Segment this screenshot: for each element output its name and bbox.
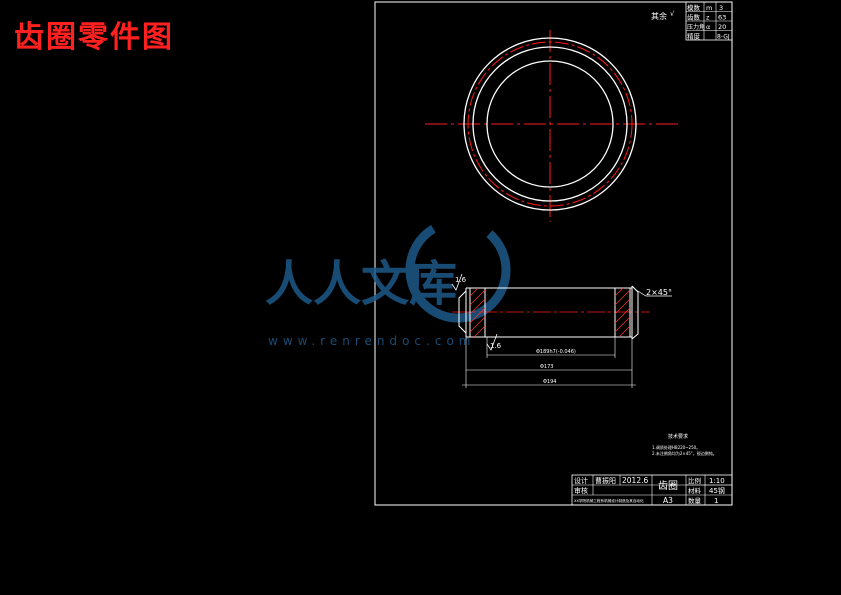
watermark: 人人文库 www.renrendoc.com	[265, 217, 511, 348]
param-symbol-2: α	[706, 23, 710, 31]
watermark-url: www.renrendoc.com	[268, 334, 475, 348]
designer-label: 设计	[574, 476, 588, 485]
designer-name: 曹振阳	[595, 476, 616, 485]
dim-middle: Φ173	[540, 364, 553, 370]
param-value-2: 20	[718, 23, 726, 31]
param-symbol-1: z	[706, 14, 710, 22]
outer-circle	[463, 37, 637, 211]
right-chamfer	[631, 285, 639, 340]
bore-circle	[486, 60, 614, 188]
params-table: 模数 m 3 齿数 z 63 压力角 α 20 精度 8-GJ	[685, 1, 733, 41]
page-title: 齿圈零件图	[14, 20, 174, 55]
param-label-2: 压力角	[687, 23, 705, 31]
param-value-3: 8-GJ	[717, 34, 730, 41]
watermark-text: 人人文库	[265, 256, 457, 312]
param-label-3: 精度	[687, 32, 701, 41]
param-value-0: 3	[719, 4, 723, 12]
technical-requirements: 技术要求 1.调质处理HB220~250。 2.未注倒角均为2×45°，锐边倒钝…	[652, 433, 717, 456]
scale-label: 比例	[688, 476, 701, 485]
sheet-size: A3	[663, 496, 673, 505]
tech-req-item-0: 1.调质处理HB220~250。	[652, 444, 700, 450]
param-label-0: 模数	[687, 3, 701, 12]
chamfer-label: 2×45°	[646, 288, 672, 297]
part-name: 齿圈	[658, 480, 678, 492]
surface-finish-symbol: √	[670, 10, 675, 18]
param-symbol-0: m	[706, 4, 712, 12]
surface-finish-note: 其余	[651, 11, 667, 21]
tech-req-title: 技术要求	[668, 433, 688, 440]
scale-value: 1:10	[709, 477, 725, 485]
sheet-border	[374, 1, 733, 506]
roughness-bottom: 1.6	[490, 342, 502, 350]
dim-inner: Φ189h7(-0.046)	[536, 349, 576, 355]
watermark-ring	[405, 217, 511, 323]
qty-value: 1	[714, 497, 718, 505]
roughness-top: 1.6	[455, 276, 467, 284]
root-circle	[472, 46, 628, 202]
school-name: XX学院机械工程系机械设计制造及其自动化	[574, 498, 644, 503]
checker-label: 审核	[574, 486, 588, 495]
left-chamfer	[458, 290, 467, 334]
qty-label: 数量	[688, 496, 702, 505]
material-label: 材料	[688, 486, 702, 495]
param-label-1: 齿数	[687, 13, 701, 22]
ring-section-view: 1.6 1.6 2×45° Φ189h7(-0.046) Φ173 Φ194	[451, 273, 672, 388]
param-value-1: 63	[718, 14, 726, 22]
material-value: 45钢	[709, 486, 725, 495]
pitch-circle	[467, 41, 633, 207]
tech-req-item-1: 2.未注倒角均为2×45°，锐边倒钝。	[652, 450, 717, 456]
ring-front-view	[425, 30, 682, 222]
title-block: 设计 曹振阳 2012.6 齿圈 比例 1:10 审核 材料 45钢 XX学院机…	[571, 474, 733, 506]
dim-outer: Φ194	[543, 379, 556, 385]
design-date: 2012.6	[622, 476, 648, 485]
